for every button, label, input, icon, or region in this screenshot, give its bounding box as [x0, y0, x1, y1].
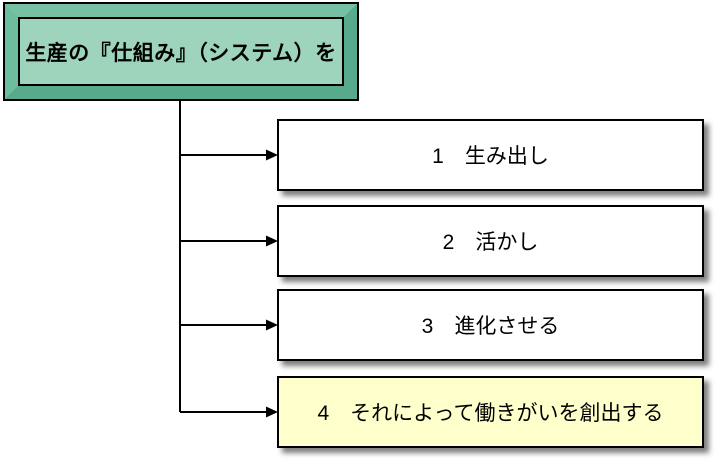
- step-label-2: 2 活かし: [442, 231, 539, 254]
- step-label-3: 3 進化させる: [421, 315, 560, 338]
- step-box-2: 2 活かし: [277, 205, 704, 277]
- step-label-1: 1 生み出し: [432, 145, 549, 168]
- step-box-1: 1 生み出し: [277, 119, 704, 191]
- root-node-panel: 生産の『仕組み』（システム）を: [18, 17, 344, 86]
- step-box-3: 3 進化させる: [277, 289, 704, 361]
- step-box-4-highlighted: 4 それによって働きがいを創出する: [277, 376, 704, 448]
- step-label-4: 4 それによって働きがいを創出する: [317, 402, 664, 425]
- root-node-label: 生産の『仕組み』（システム）を: [25, 41, 337, 65]
- root-node-box: 生産の『仕組み』（システム）を: [5, 4, 357, 99]
